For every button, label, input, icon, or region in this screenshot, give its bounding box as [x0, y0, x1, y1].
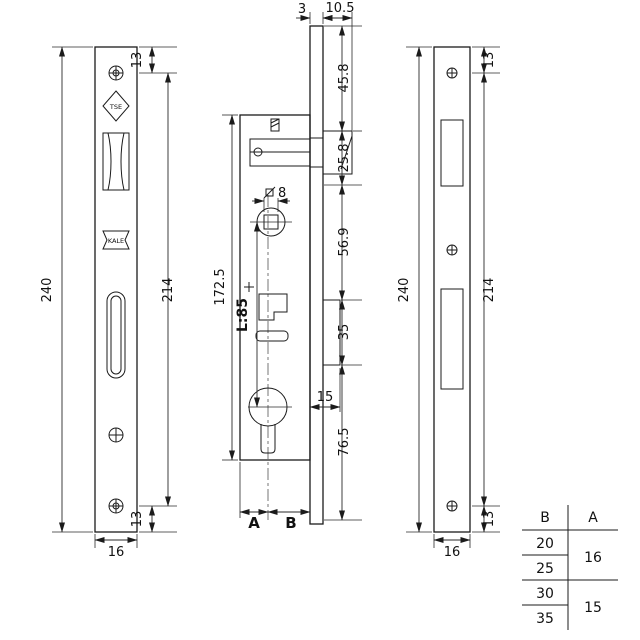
dim-label-172-5: 172.5	[213, 268, 228, 305]
lock-body-view: 8 3 10.5	[213, 1, 362, 532]
dim-label-left-214: 214	[161, 278, 176, 303]
plate-cutout	[440, 288, 464, 390]
table-cell-b-30: 30	[536, 586, 554, 602]
table-cell-a-15: 15	[584, 600, 602, 616]
dim-label-35: 35	[337, 324, 352, 341]
body-height-dimension: 172.5	[213, 114, 238, 461]
plate-cutout	[440, 119, 464, 187]
spindle-hub	[250, 207, 292, 237]
table-header-a: A	[588, 510, 598, 526]
table-cell-a-16: 16	[584, 550, 602, 566]
screw-hole-icon	[446, 500, 458, 512]
backset-dimensions: A B	[239, 462, 311, 532]
euro-cylinder-hole	[248, 387, 292, 454]
lock-case-outline	[239, 114, 311, 461]
kale-logo-icon: KALE	[102, 230, 130, 250]
table-cell-b-20: 20	[536, 536, 554, 552]
dim-label-B: B	[285, 514, 296, 532]
screw-hole-icon	[446, 67, 458, 79]
dim-label-45-8: 45.8	[337, 64, 352, 93]
latch-cutout	[102, 132, 130, 191]
dim-label-right-13-bottom: 13	[482, 511, 497, 528]
top-dimensions: 3 10.5	[296, 1, 354, 131]
dim-label-right-240: 240	[397, 278, 412, 303]
spindle-square-dimension: 8	[252, 186, 290, 212]
right-dimension-chain: 45.8 25.8 56.9 35 76.5	[324, 25, 362, 521]
case-slot	[255, 330, 289, 342]
right-view-dimensions: 240 13 214 13 16	[397, 46, 500, 560]
deadbolt-slot	[106, 291, 126, 379]
screw-hole-icon	[108, 65, 124, 81]
dim-label-56-9: 56.9	[337, 228, 352, 257]
dim-label-spindle-8: 8	[278, 186, 286, 201]
tse-logo-text: TSE	[109, 103, 122, 111]
right-faceplate-outline	[433, 46, 471, 533]
dim-label-right-214: 214	[482, 278, 497, 303]
dim-label-25-8: 25.8	[337, 144, 352, 173]
square-symbol-icon	[263, 186, 276, 199]
dim-label-10-5: 10.5	[326, 1, 355, 16]
dim-label-l85: L:85	[235, 298, 251, 332]
center-distance-dimension: L:85	[235, 221, 260, 408]
table-cell-b-35: 35	[536, 611, 554, 627]
table-cell-b-25: 25	[536, 561, 554, 577]
dim-label-left-16: 16	[108, 545, 125, 560]
screw-hole-icon	[446, 244, 458, 256]
size-table: B A 20 25 30 35 16 15	[522, 505, 618, 630]
screw-hole-icon	[108, 498, 124, 514]
left-view-dimensions: 240 13 214 13 16	[40, 46, 177, 560]
dim-label-right-13-top: 13	[482, 52, 497, 69]
tse-logo-icon: TSE	[102, 90, 130, 122]
bolt-throw-dimension: 15	[309, 368, 341, 412]
dim-label-15: 15	[317, 390, 334, 405]
dim-label-76-5: 76.5	[337, 428, 352, 457]
dim-label-left-13-bottom: 13	[130, 511, 145, 528]
adjuster-stud	[270, 118, 280, 132]
center-mark-icon	[244, 282, 254, 292]
dim-label-A: A	[248, 514, 260, 532]
table-header-b: B	[540, 510, 550, 526]
kale-logo-text: KALE	[108, 237, 124, 245]
forend-strip	[309, 25, 324, 525]
left-faceplate-outline	[94, 46, 138, 533]
dim-label-left-13-top: 13	[130, 52, 145, 69]
follower-cam	[258, 293, 288, 321]
latch-mechanism	[249, 137, 323, 168]
left-faceplate-view: TSE KALE	[40, 46, 177, 560]
right-faceplate-view: 240 13 214 13 16	[397, 46, 500, 560]
screw-hole-icon	[108, 427, 124, 443]
dim-label-right-16: 16	[444, 545, 461, 560]
dim-label-3: 3	[298, 2, 306, 17]
dim-label-left-240: 240	[40, 278, 55, 303]
